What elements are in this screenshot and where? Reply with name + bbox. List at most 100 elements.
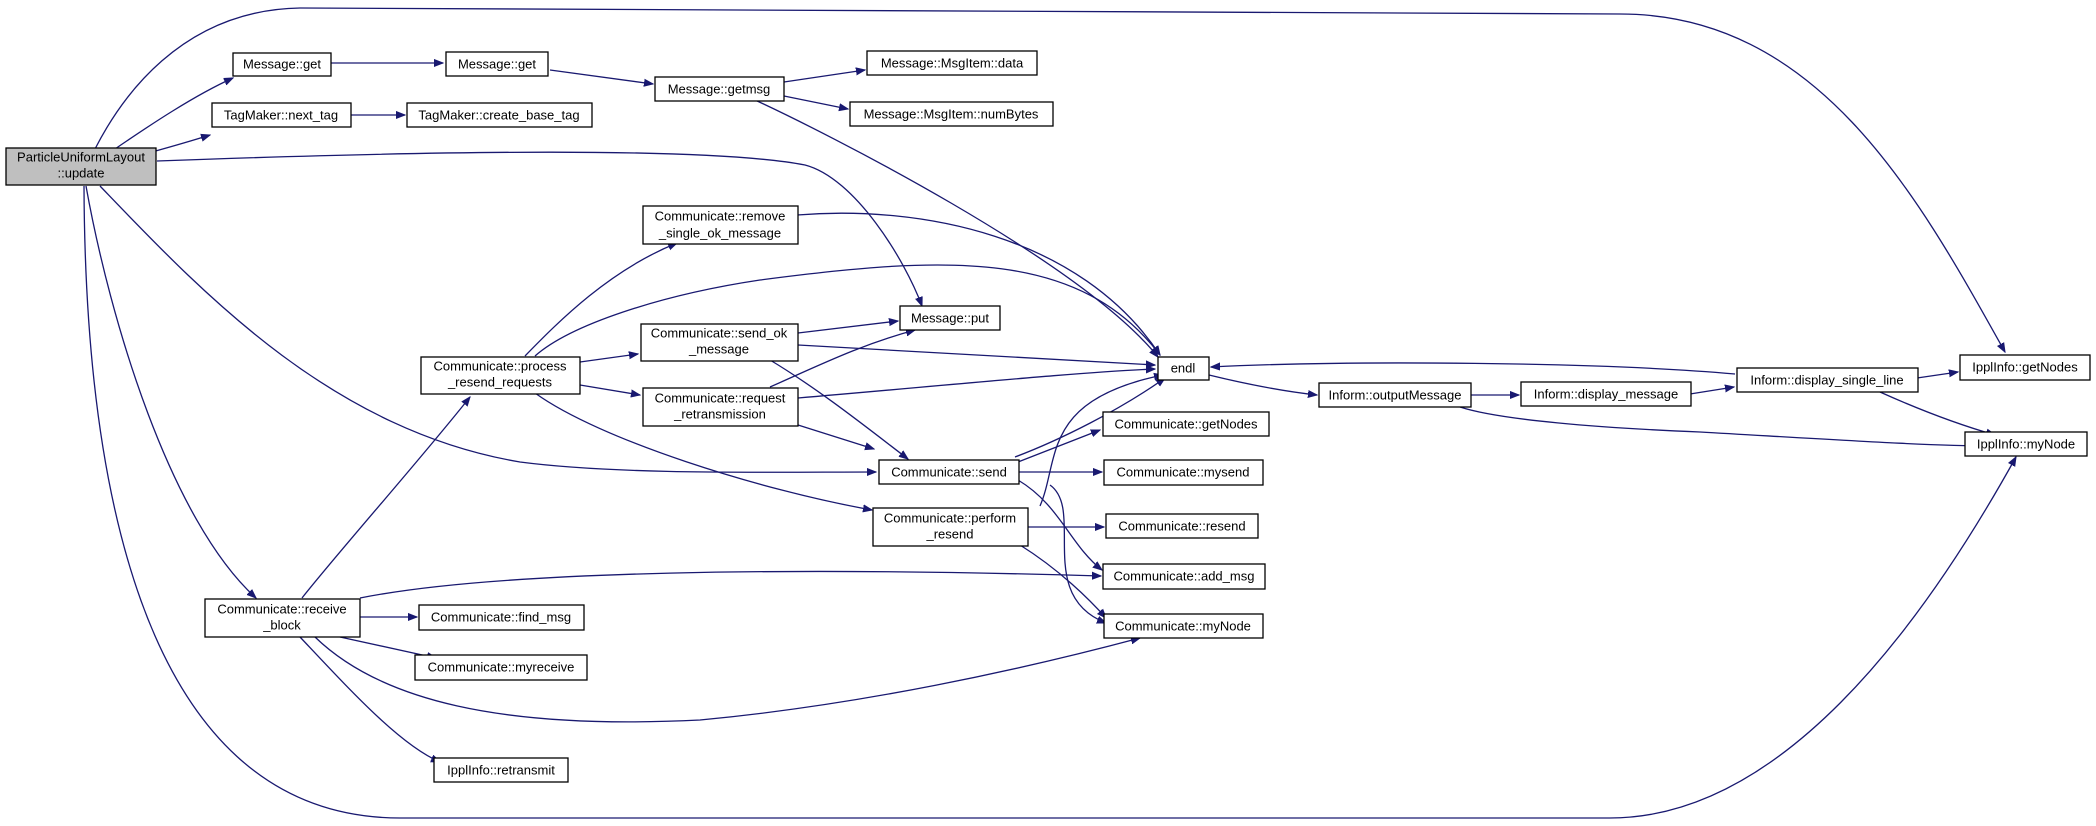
edge-root-to-receive-block: [85, 185, 256, 598]
edge-display-message-to-display-single-line: [1689, 387, 1734, 395]
node-message-get-2[interactable]: Message::get: [445, 51, 549, 77]
edge-perform-resend-to-mynode: [1019, 544, 1106, 618]
node-communicate-myreceive[interactable]: Communicate::myreceive: [414, 654, 588, 681]
edge-remove-single-ok-to-endl: [796, 212, 1160, 355]
node-communicate-getnodes[interactable]: Communicate::getNodes: [1102, 411, 1270, 437]
node-label: Message::put: [911, 311, 989, 326]
node-endl[interactable]: endl: [1157, 356, 1210, 381]
edge-display-single-line-to-ipplinfo-mynode: [1879, 391, 1995, 435]
node-label-line-1: Communicate::process: [434, 359, 567, 374]
edge-getmsg-to-msgitem-numbytes: [783, 95, 848, 109]
node-label: Communicate::mysend: [1117, 465, 1250, 480]
node-communicate-remove-single-ok-message[interactable]: Communicate::remove _single_ok_message: [642, 205, 799, 245]
edges: [83, 7, 2016, 819]
node-label-line-1: Communicate::request: [655, 391, 786, 406]
node-label: Communicate::resend: [1118, 519, 1245, 534]
edge-getmsg-to-msgitem-data: [783, 70, 865, 83]
node-communicate-find-msg[interactable]: Communicate::find_msg: [418, 604, 585, 631]
edge-receive-block-to-add-msg: [359, 570, 1101, 599]
node-label: Communicate::myNode: [1115, 619, 1251, 634]
edge-process-to-send-ok: [579, 354, 638, 363]
node-label-line-1: Communicate::perform: [884, 511, 1016, 526]
edge-receive-block-to-mynode: [314, 637, 1140, 723]
node-label-line-2: _single_ok_message: [658, 226, 781, 241]
node-msgitem-data[interactable]: Message::MsgItem::data: [866, 50, 1038, 76]
node-msgitem-numbytes[interactable]: Message::MsgItem::numBytes: [849, 101, 1054, 127]
node-label: IpplInfo::retransmit: [447, 763, 555, 778]
edge-endl-to-outputmessage: [1208, 374, 1317, 395]
node-label: Communicate::add_msg: [1114, 569, 1255, 584]
edge-communicate-send-to-endl: [1014, 378, 1165, 458]
node-label: TagMaker::create_base_tag: [418, 108, 579, 123]
edge-request-retx-to-message-put: [769, 330, 915, 388]
nodes: ParticleUniformLayout ::update Message::…: [5, 50, 2091, 783]
edge-communicate-send-to-mynode: [1049, 484, 1106, 624]
node-communicate-resend[interactable]: Communicate::resend: [1105, 513, 1259, 539]
node-label-line-2: _resend_requests: [447, 375, 553, 390]
node-ipplinfo-getnodes[interactable]: IpplInfo::getNodes: [1959, 354, 2091, 381]
node-communicate-process-resend-requests[interactable]: Communicate::process _resend_requests: [420, 356, 581, 395]
edge-process-to-request-retransmission: [579, 384, 640, 395]
node-label-line-2: ::update: [58, 166, 105, 181]
node-inform-display-message[interactable]: Inform::display_message: [1520, 381, 1692, 407]
node-communicate-mynode[interactable]: Communicate::myNode: [1103, 613, 1264, 639]
edge-send-ok-to-communicate-send: [769, 359, 908, 459]
node-tagmaker-create-base-tag[interactable]: TagMaker::create_base_tag: [406, 102, 593, 128]
node-label: Communicate::send: [891, 465, 1007, 480]
node-label: TagMaker::next_tag: [224, 108, 338, 123]
edge-request-retx-to-communicate-send: [797, 424, 874, 449]
node-ipplinfo-retransmit[interactable]: IpplInfo::retransmit: [433, 757, 569, 783]
edge-communicate-send-to-getnodes: [1017, 429, 1100, 463]
node-label-line-1: Communicate::receive: [217, 602, 346, 617]
edge-display-single-line-to-endl: [1211, 363, 1736, 375]
edge-communicate-send-to-add-msg: [1017, 479, 1102, 570]
node-particle-uniform-layout-update[interactable]: ParticleUniformLayout ::update: [5, 147, 157, 186]
node-message-put[interactable]: Message::put: [899, 305, 1001, 331]
node-communicate-receive-block[interactable]: Communicate::receive _block: [204, 598, 361, 638]
edge-root-to-ipplinfo-mynode: [83, 185, 2016, 819]
edge-perform-resend-to-endl: [1039, 375, 1163, 507]
edge-process-to-perform-resend: [534, 392, 872, 510]
node-label-line-1: ParticleUniformLayout: [17, 150, 145, 165]
node-communicate-send-ok-message[interactable]: Communicate::send_ok _message: [640, 323, 799, 362]
node-label: IpplInfo::getNodes: [1972, 360, 2078, 375]
node-label-line-2: _block: [262, 618, 301, 633]
node-label: Inform::outputMessage: [1329, 388, 1462, 403]
node-communicate-add-msg[interactable]: Communicate::add_msg: [1102, 563, 1266, 590]
node-message-getmsg[interactable]: Message::getmsg: [654, 76, 785, 102]
node-tagmaker-next-tag[interactable]: TagMaker::next_tag: [211, 102, 352, 128]
node-label: Communicate::getNodes: [1114, 417, 1258, 432]
node-inform-display-single-line[interactable]: Inform::display_single_line: [1736, 367, 1919, 393]
node-label-line-1: Communicate::send_ok: [651, 326, 788, 341]
node-communicate-mysend[interactable]: Communicate::mysend: [1103, 459, 1264, 486]
node-label-line-1: Communicate::remove: [655, 209, 786, 224]
node-label: Communicate::myreceive: [428, 660, 575, 675]
edge-root-to-tagmaker-next-tag: [151, 135, 210, 153]
node-label: endl: [1171, 361, 1196, 376]
edge-process-to-remove-single-ok: [524, 242, 677, 357]
edge-root-to-communicate-send: [99, 185, 876, 472]
node-ipplinfo-mynode[interactable]: IpplInfo::myNode: [1964, 431, 2088, 457]
node-label: Inform::display_message: [1534, 387, 1679, 402]
edge-root-to-message-put: [156, 151, 922, 306]
edge-receive-block-to-process: [301, 397, 470, 599]
node-label: Message::MsgItem::numBytes: [864, 107, 1039, 122]
edge-request-retx-to-endl: [797, 369, 1155, 399]
node-communicate-perform-resend[interactable]: Communicate::perform _resend: [872, 507, 1029, 547]
edge-getmsg-to-endl: [754, 99, 1158, 357]
node-label: Communicate::find_msg: [431, 610, 571, 625]
node-label-line-2: _message: [688, 342, 749, 357]
edge-message-get-to-getmsg: [549, 69, 653, 84]
node-communicate-request-retransmission[interactable]: Communicate::request _retransmission: [642, 387, 799, 427]
node-communicate-send[interactable]: Communicate::send: [878, 459, 1020, 485]
node-label: IpplInfo::myNode: [1977, 437, 2075, 452]
edge-send-ok-to-endl: [797, 344, 1155, 365]
edge-root-to-ipplinfo-getnodes: [94, 7, 2005, 352]
edge-receive-block-to-retransmit: [299, 636, 440, 763]
node-label: Message::MsgItem::data: [881, 56, 1024, 71]
node-label-line-2: _resend: [926, 527, 974, 542]
node-inform-outputmessage[interactable]: Inform::outputMessage: [1318, 382, 1472, 408]
node-message-get-1[interactable]: Message::get: [232, 52, 332, 77]
edge-outputmessage-to-ipplinfo-mynode: [1459, 406, 1992, 446]
